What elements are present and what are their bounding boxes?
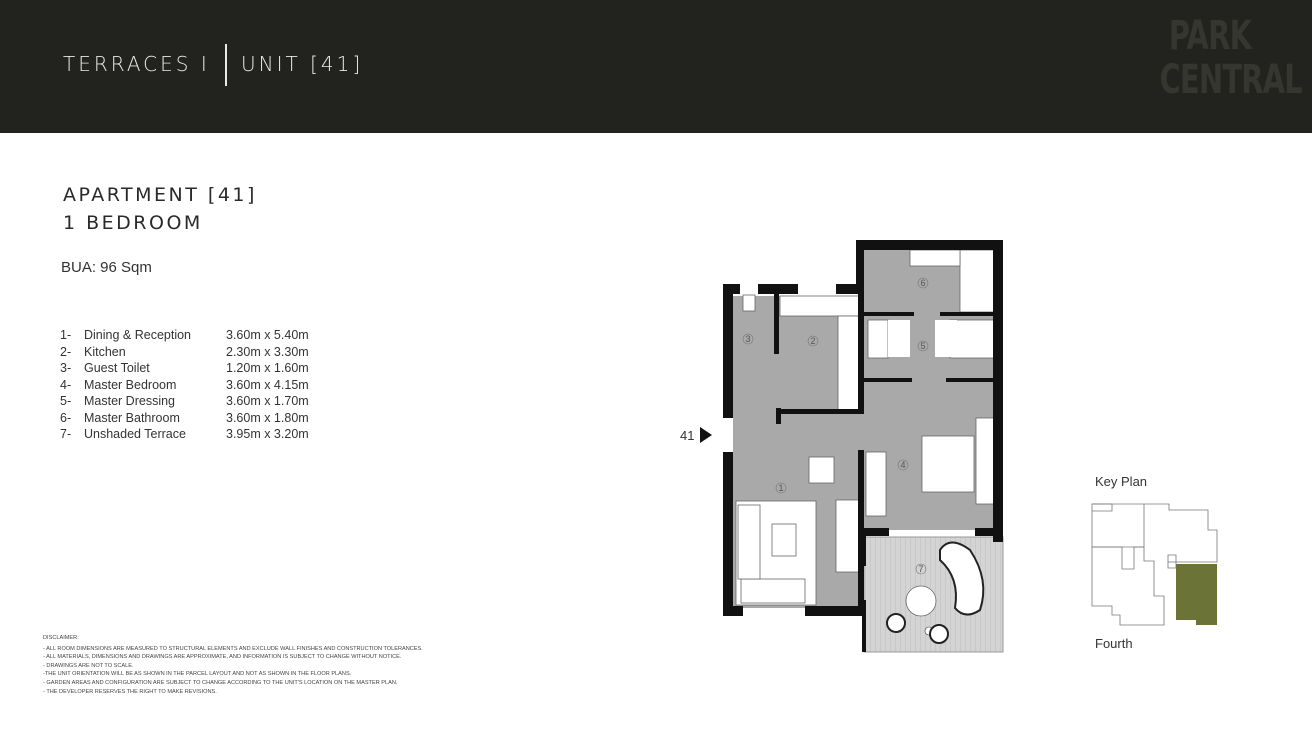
disclaimer-line: - DRAWINGS ARE NOT TO SCALE. <box>43 662 134 669</box>
room-row: 3- Guest Toilet 1.20m x 1.60m <box>60 360 346 377</box>
room-label-5: 5 <box>920 341 925 351</box>
room-label-3: 3 <box>745 334 750 344</box>
room-name: Master Dressing <box>84 394 175 409</box>
logo-line-1: PARK <box>1168 13 1252 59</box>
disclaimer: DISCLAIMER: - ALL ROOM DIMENSIONS ARE ME… <box>43 634 423 696</box>
room-row: 6- Master Bathroom 3.60m x 1.80m <box>60 410 346 427</box>
apartment-heading: APARTMENT [41] 1 BEDROOM <box>63 181 257 237</box>
room-dimensions: 3.95m x 3.20m <box>226 427 309 442</box>
room-dimensions: 3.60m x 4.15m <box>226 377 309 392</box>
room-name: Master Bedroom <box>84 377 177 392</box>
room-dimensions: 2.30m x 3.30m <box>226 344 309 359</box>
apartment-title: APARTMENT [41] <box>63 184 257 206</box>
unit-title: UNIT [41] <box>241 52 364 76</box>
unit-entry-arrow-icon <box>700 427 712 443</box>
room-number: 6- <box>60 410 72 425</box>
unit-marker-label: 41 <box>680 428 695 443</box>
bua-area: BUA: 96 Sqm <box>61 259 152 276</box>
disclaimer-line: - ALL MATERIALS, DIMENSIONS AND DRAWINGS… <box>43 654 402 661</box>
room-dimensions: 1.20m x 1.60m <box>226 361 309 376</box>
room-row: 7- Unshaded Terrace 3.95m x 3.20m <box>60 426 346 443</box>
room-row: 4- Master Bedroom 3.60m x 4.15m <box>60 377 346 394</box>
room-dimensions: 3.60m x 1.80m <box>226 410 309 425</box>
room-name: Guest Toilet <box>84 361 150 376</box>
room-label-4: 4 <box>900 460 905 470</box>
key-plan-unit-highlight <box>1176 564 1217 625</box>
fixtures <box>735 249 995 644</box>
key-plan-title: Key Plan <box>1095 474 1148 489</box>
disclaimer-title: DISCLAIMER: <box>43 635 79 641</box>
room-dimensions: 3.60m x 1.70m <box>226 394 309 409</box>
disclaimer-line: - ALL ROOM DIMENSIONS ARE MEASURED TO ST… <box>43 645 423 652</box>
header-bar: TERRACES I UNIT [41] PARK CENTRAL <box>0 0 1312 133</box>
project-title: TERRACES I <box>63 52 210 76</box>
room-row: 1- Dining & Reception 3.60m x 5.40m <box>60 327 346 344</box>
room-number: 7- <box>60 427 72 442</box>
room-dimensions: 3.60m x 5.40m <box>226 328 309 343</box>
room-label-6: 6 <box>920 278 925 288</box>
walls <box>723 240 1003 652</box>
disclaimer-line: -THE UNIT ORIENTATION WILL BE AS SHOWN I… <box>43 671 352 678</box>
room-row: 5- Master Dressing 3.60m x 1.70m <box>60 393 346 410</box>
room-name: Kitchen <box>84 344 126 359</box>
disclaimer-line: - THE DEVELOPER RESERVES THE RIGHT TO MA… <box>43 688 217 695</box>
header-divider <box>225 44 227 86</box>
room-number: 5- <box>60 394 72 409</box>
room-row: 2- Kitchen 2.30m x 3.30m <box>60 344 346 361</box>
room-number: 3- <box>60 361 72 376</box>
room-label-1: 1 <box>778 483 783 493</box>
room-label-7: 7 <box>918 564 923 574</box>
key-plan-floor: Fourth <box>1095 636 1133 651</box>
room-name: Unshaded Terrace <box>84 427 186 442</box>
apartment-type: 1 BEDROOM <box>63 212 203 234</box>
room-number: 4- <box>60 377 72 392</box>
room-name: Dining & Reception <box>84 328 192 343</box>
room-name: Master Bathroom <box>84 410 180 425</box>
disclaimer-line: - GARDEN AREAS AND CONFIGURATION ARE SUB… <box>43 679 398 686</box>
key-plan-diagram <box>1091 503 1218 626</box>
room-schedule: 1- Dining & Reception 3.60m x 5.40m 2- Kitc… <box>60 327 346 443</box>
room-label-2: 2 <box>810 336 815 346</box>
room-number: 2- <box>60 344 72 359</box>
room-number: 1- <box>60 328 72 343</box>
